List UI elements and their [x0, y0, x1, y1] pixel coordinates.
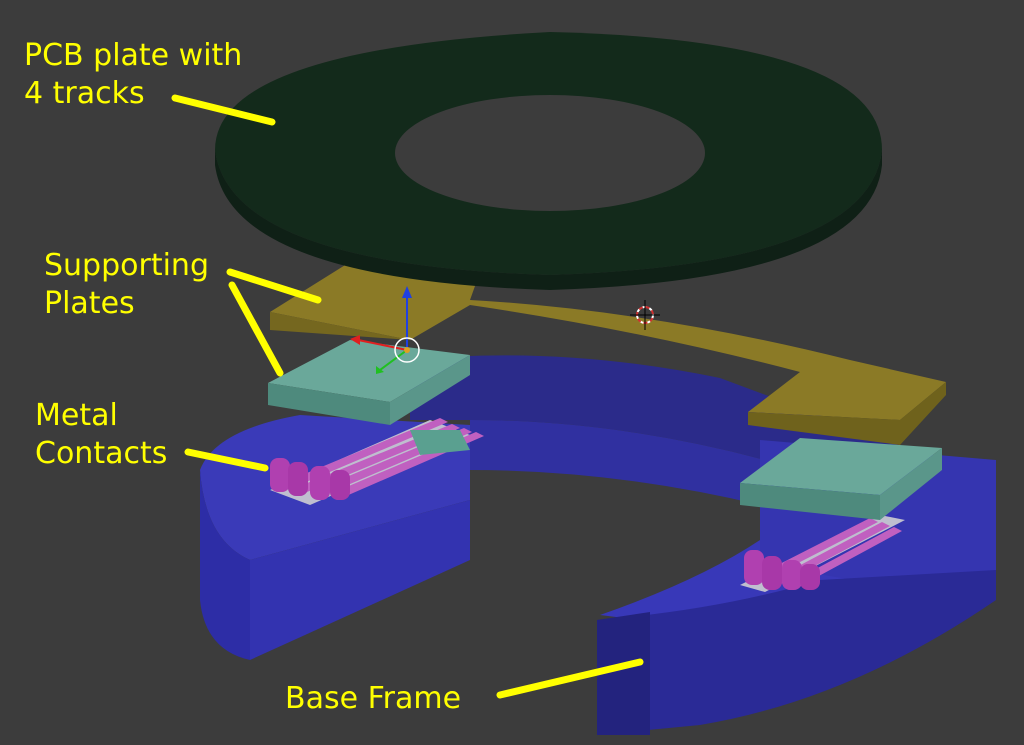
3d-cursor-icon	[630, 300, 660, 330]
supporting-plate-right	[740, 438, 942, 520]
pcb-plate	[215, 32, 882, 290]
support-frame	[270, 262, 946, 445]
label-pcb-line2: 4 tracks	[24, 76, 145, 111]
base-frame-right-front	[597, 570, 996, 735]
callout-supporting-2	[228, 281, 284, 377]
base-frame-left-front	[200, 470, 250, 660]
label-pcb-plate: PCB plate with 4 tracks	[24, 37, 242, 113]
label-metal-contacts: Metal Contacts	[35, 397, 167, 473]
label-base-frame: Base Frame	[285, 680, 461, 718]
base-frame-right-front-shade	[597, 612, 650, 735]
label-base-line1: Base Frame	[285, 681, 462, 716]
label-pcb-line1: PCB plate with	[24, 38, 243, 73]
callout-pcb	[171, 94, 276, 126]
base-frame-left-side	[250, 500, 470, 660]
metal-contacts-right	[740, 515, 905, 592]
callout-lines	[171, 94, 644, 699]
label-metal-line1: Metal	[35, 398, 118, 433]
callout-metal	[184, 448, 269, 472]
base-frame-inner-wall	[470, 420, 940, 560]
label-metal-line2: Contacts	[35, 436, 168, 471]
label-supporting-plates: Supporting Plates	[44, 247, 209, 323]
pcb-plate-hole	[395, 95, 705, 211]
supporting-plate-left	[268, 340, 470, 455]
transform-gizmo-icon[interactable]	[350, 286, 420, 374]
label-supporting-line1: Supporting	[44, 248, 209, 283]
callout-supporting-1	[226, 268, 322, 304]
callout-base	[496, 658, 644, 699]
base-frame-back-wall	[410, 355, 940, 520]
label-supporting-line2: Plates	[44, 286, 135, 321]
